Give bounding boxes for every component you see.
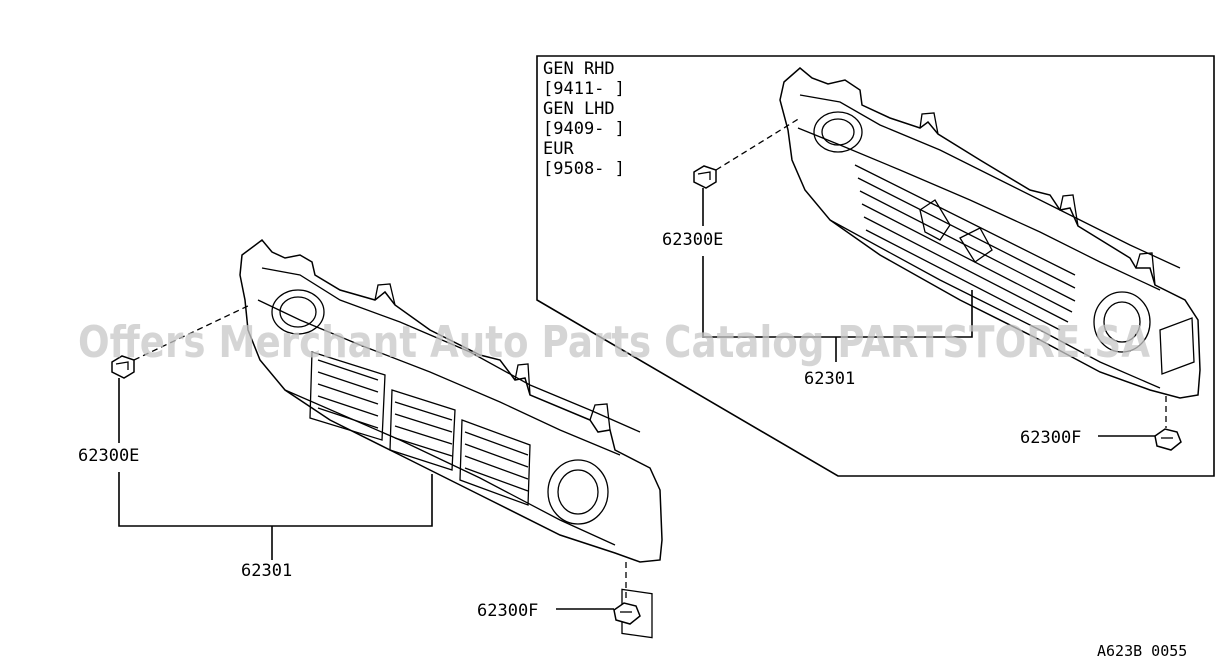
grille-inset[interactable] — [779, 67, 1201, 399]
condition-line-6: [9508- ] — [543, 159, 625, 179]
grille-bracket-main — [118, 472, 433, 527]
clip-62300e-inset[interactable] — [693, 165, 717, 189]
label-62301-main: 62301 — [241, 561, 292, 581]
diagram-code: A623B 0055 — [1097, 642, 1187, 660]
clip-leader-dashed-inset — [715, 117, 801, 171]
grille-main[interactable] — [239, 238, 663, 639]
label-62300f-main: 62300F — [477, 601, 538, 621]
clip-leader-dashed-main — [133, 304, 251, 361]
clip-62300f-inset[interactable] — [1154, 428, 1182, 451]
condition-line-2: [9411- ] — [543, 79, 625, 99]
clip-62300f-main[interactable] — [613, 602, 641, 625]
condition-line-3: GEN LHD — [543, 99, 615, 119]
inset-conditions: GEN RHD [9411- ] GEN LHD [9409- ] EUR [9… — [543, 59, 625, 179]
condition-line-5: EUR — [543, 139, 574, 159]
label-62300f-inset: 62300F — [1020, 428, 1081, 448]
condition-line-4: [9409- ] — [543, 119, 625, 139]
label-62301-inset: 62301 — [804, 369, 855, 389]
label-62300e-main: 62300E — [78, 446, 139, 466]
clip-62300e-main[interactable] — [111, 355, 135, 379]
inset-frame — [536, 55, 1215, 477]
label-62300e-inset: 62300E — [662, 230, 723, 250]
condition-line-1: GEN RHD — [543, 59, 615, 79]
grille-bracket-inset — [702, 256, 973, 338]
watermark: Offers Merchant Auto Parts Catalog PARTS… — [78, 317, 1150, 368]
